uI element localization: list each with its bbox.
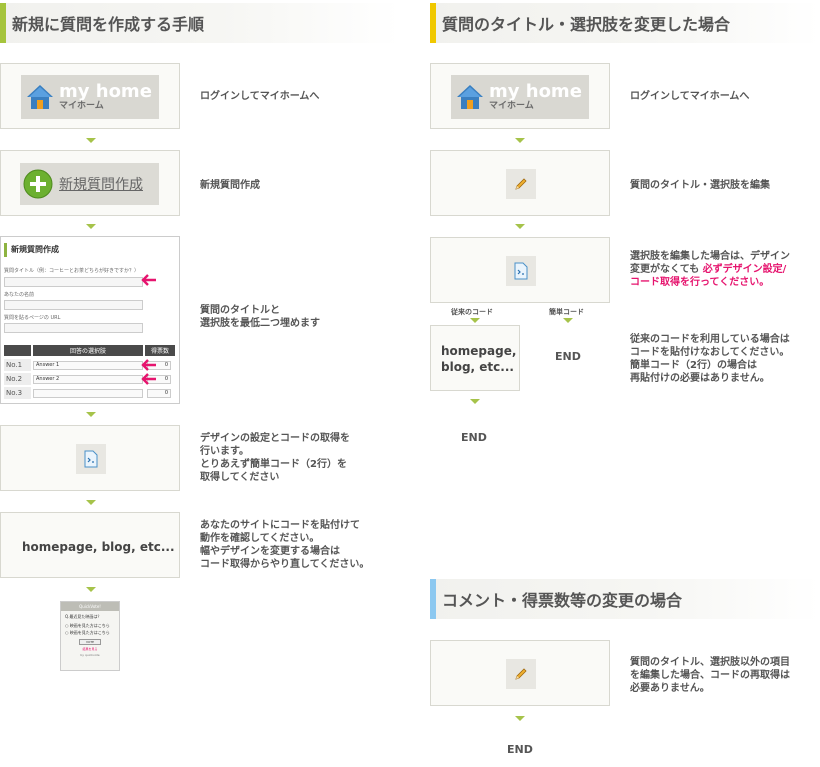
flow-arrow: [86, 138, 96, 143]
step-homepage: homepage, blog, etc...: [0, 512, 180, 578]
form-col-votes: 得票数: [145, 345, 175, 356]
step-myhome: my home マイホーム: [0, 63, 180, 129]
end-label: END: [555, 350, 581, 363]
form-question-label: 質問タイトル（例：コーヒーとお茶どちらが好きですか？）: [4, 268, 140, 274]
pencil-icon[interactable]: [513, 176, 529, 192]
form-row-answer[interactable]: Answer 1: [33, 361, 143, 370]
section-heading-comment: コメント・得票数等の変更の場合: [430, 579, 820, 619]
flow-arrow: [470, 318, 480, 323]
heading-text: コメント・得票数等の変更の場合: [442, 591, 683, 610]
edit-step3-description: 選択肢を編集した場合は、デザイン 変更がなくても 必ずデザイン設定/ コード取得…: [630, 251, 790, 288]
step-edit: [430, 150, 610, 216]
widget-header: QuickVote!: [61, 602, 119, 611]
form-name-input[interactable]: [4, 300, 143, 310]
pencil-icon[interactable]: [513, 666, 529, 682]
step2-description: 新規質問作成: [200, 180, 260, 191]
form-title: 新規質問作成: [4, 243, 59, 257]
form-question-input[interactable]: [4, 277, 143, 287]
myhome-button[interactable]: my home マイホーム: [21, 75, 159, 119]
flow-arrow: [515, 138, 525, 143]
widget-option[interactable]: ○ 映画を見た方はこちら: [65, 623, 110, 628]
question-form-preview: 新規質問作成 質問タイトル（例：コーヒーとお茶どちらが好きですか？） あなたの名…: [0, 236, 180, 404]
step-new-question: 新規質問作成: [0, 150, 180, 216]
step1-description: ログインしてマイホームへ: [200, 91, 320, 102]
flow-arrow: [86, 224, 96, 229]
heading-text: 新規に質問を作成する手順: [12, 15, 205, 34]
step-edit-comment: [430, 640, 610, 706]
pointer-arrow-icon: [141, 373, 156, 385]
myhome-sub: マイホーム: [59, 101, 104, 111]
homepage-label: homepage, blog, etc...: [441, 344, 517, 374]
widget-footer: by quickvote: [80, 653, 100, 657]
heading-accent-bar: [0, 3, 6, 43]
code-document-icon[interactable]: [513, 262, 529, 280]
plus-circle-icon: [23, 169, 53, 199]
step-homepage: homepage, blog, etc...: [430, 325, 520, 391]
new-question-button[interactable]: 新規質問作成: [20, 163, 159, 205]
form-row-answer[interactable]: [33, 389, 143, 398]
section-heading-new-question: 新規に質問を作成する手順: [0, 3, 400, 43]
home-icon: [457, 85, 483, 109]
myhome-title: my home: [489, 81, 582, 102]
form-row-no: No.3: [4, 387, 31, 399]
flow-arrow: [86, 587, 96, 592]
pointer-arrow-icon: [141, 359, 156, 371]
form-row-no: No.2: [4, 373, 31, 385]
heading-accent-bar: [430, 3, 436, 43]
flow-arrow: [86, 500, 96, 505]
home-icon: [27, 85, 53, 109]
step3-description: 質問のタイトルと 選択肢を最低二つ埋めます: [200, 305, 320, 329]
flow-arrow: [515, 224, 525, 229]
flow-arrow: [515, 716, 525, 721]
end-label: END: [461, 431, 487, 444]
widget-question: Q.最近見た映画は？: [65, 614, 102, 619]
flow-arrow: [563, 318, 573, 323]
vote-widget-preview: QuickVote! Q.最近見た映画は？ ○ 映画を見た方はこちら ○ 映画を…: [60, 601, 120, 671]
homepage-label: homepage, blog, etc...: [22, 540, 175, 554]
myhome-sub: マイホーム: [489, 101, 534, 111]
step4-description: デザインの設定とコードの取得を 行います。 とりあえず簡単コード（2行）を 取得…: [200, 433, 350, 483]
section-heading-edit-question: 質問のタイトル・選択肢を変更した場合: [430, 3, 820, 43]
form-name-label: あなたの名前: [4, 292, 35, 298]
branch-label-legacy: 従来のコード: [451, 308, 493, 316]
form-col-choices: 回答の選択肢: [33, 345, 143, 356]
end-label: END: [507, 743, 533, 756]
heading-text: 質問のタイトル・選択肢を変更した場合: [442, 15, 731, 34]
myhome-title: my home: [59, 81, 152, 102]
code-document-icon[interactable]: [83, 450, 99, 468]
edit-step4-description: 従来のコードを利用している場合は コードを貼付けなおしてください。 簡単コード（…: [630, 334, 790, 384]
new-question-label: 新規質問作成: [59, 177, 143, 193]
form-url-label: 質問を貼るページの URL: [4, 315, 61, 321]
branch-label-simple: 簡単コード: [549, 308, 584, 316]
flow-arrow: [86, 412, 96, 417]
step-design-code: [430, 237, 610, 303]
form-url-input[interactable]: [4, 323, 143, 333]
heading-accent-bar: [430, 579, 436, 619]
pointer-arrow-icon: [141, 274, 156, 286]
myhome-button[interactable]: my home マイホーム: [451, 75, 589, 119]
flow-arrow: [470, 399, 480, 404]
widget-result-link[interactable]: 結果を見る: [82, 647, 98, 651]
form-row-count[interactable]: 0: [147, 389, 171, 398]
form-row-answer[interactable]: Answer 2: [33, 375, 143, 384]
edit-step2-description: 質問のタイトル・選択肢を編集: [630, 180, 770, 191]
form-row-no: No.1: [4, 359, 31, 371]
widget-vote-button[interactable]: VOTE: [79, 639, 101, 645]
form-col-blank: [4, 345, 31, 356]
step5-description: あなたのサイトにコードを貼付けて 動作を確認してください。 幅やデザインを変更す…: [200, 520, 370, 570]
comment-description: 質問のタイトル、選択肢以外の項目 を編集した場合、コードの再取得は 必要ありませ…: [630, 657, 790, 694]
widget-option[interactable]: ○ 映画を見た方はこちら: [65, 630, 110, 635]
step-myhome: my home マイホーム: [430, 63, 610, 129]
edit-step1-description: ログインしてマイホームへ: [630, 91, 750, 102]
step-design-code: [0, 425, 180, 491]
